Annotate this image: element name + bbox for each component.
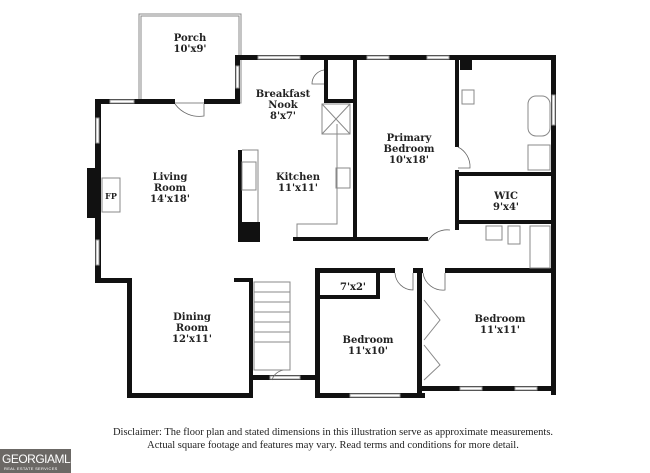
room-labels: Porch 10'x9' Breakfast Nook 8'x7' Living… (105, 33, 526, 357)
breakfast-nook-name-1: Breakfast (256, 89, 311, 100)
bedroom-2-name: Bedroom (343, 335, 394, 346)
dining-room-dims: 12'x11' (172, 334, 212, 345)
bedroom-3-dims: 11'x11' (480, 325, 520, 336)
living-room-dims: 14'x18' (150, 194, 190, 205)
breakfast-nook-dims: 8'x7' (270, 111, 296, 122)
porch-outline-inner (140, 15, 240, 104)
logo-subtext: REAL ESTATE SERVICES (4, 466, 58, 471)
primary-bedroom-name-1: Primary (387, 133, 433, 144)
wic-dims: 9'x4' (493, 202, 519, 213)
breakfast-nook-name-2: Nook (268, 100, 298, 111)
primary-bedroom-dims: 10'x18' (389, 155, 429, 166)
fixtures (101, 89, 551, 381)
wic-name: WIC (493, 191, 518, 202)
porch-outline (138, 13, 242, 104)
disclaimer-line-2: Actual square footage and features may v… (147, 440, 519, 451)
georgia-mls-logo: GEORGIAMLS REAL ESTATE SERVICES (0, 449, 78, 473)
closet-dims: 7'x2' (340, 282, 366, 293)
bedroom-3-name: Bedroom (475, 314, 526, 325)
disclaimer: Disclaimer: The floor plan and stated di… (0, 426, 650, 452)
porch-dims: 10'x9' (174, 44, 207, 55)
dining-room-name-2: Room (176, 323, 209, 334)
logo-text: GEORGIAMLS (2, 452, 78, 466)
fireplace-label: FP (105, 191, 117, 201)
kitchen-name: Kitchen (276, 172, 321, 183)
windows (95, 55, 556, 398)
porch-name: Porch (174, 33, 207, 44)
doors (174, 69, 471, 381)
living-room-name-2: Room (154, 183, 187, 194)
primary-bedroom-name-2: Bedroom (384, 144, 435, 155)
kitchen-dims: 11'x11' (278, 183, 318, 194)
bedroom-2-dims: 11'x10' (348, 346, 388, 357)
dining-room-name-1: Dining (173, 312, 211, 323)
living-room-name-1: Living (153, 172, 188, 183)
disclaimer-line-1: Disclaimer: The floor plan and stated di… (112, 427, 554, 438)
